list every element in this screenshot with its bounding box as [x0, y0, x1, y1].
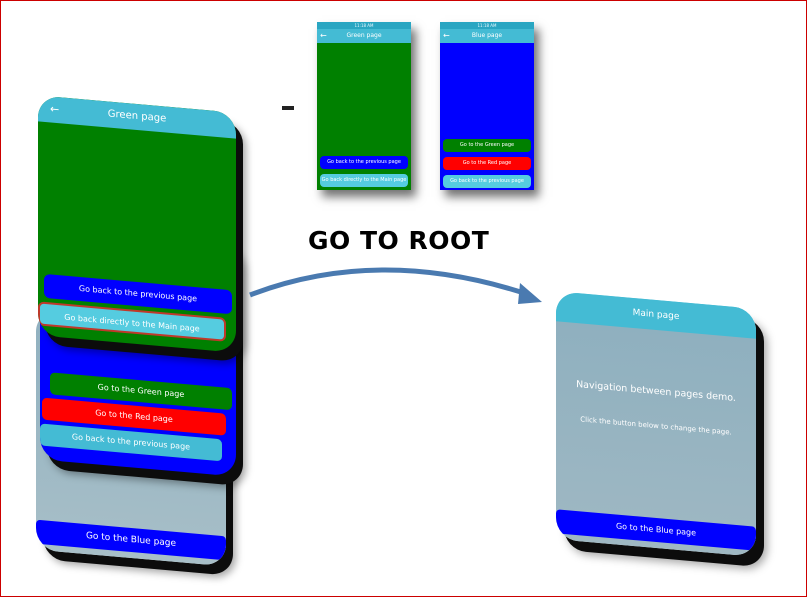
stack-green-phone: ← Green page Go back to the previous pag… [38, 95, 236, 353]
curved-arrow-icon [249, 267, 542, 304]
demo-heading: Navigation between pages demo. [576, 379, 736, 404]
page-title: Blue page [471, 32, 503, 39]
small-green-phone: 11:18 AM ← Green page Go back to the pre… [317, 22, 411, 190]
back-arrow-icon[interactable]: ← [320, 31, 327, 40]
main-phone: Main page Navigation between pages demo.… [556, 291, 756, 557]
nav-bar: ← Green page [317, 29, 411, 43]
page-title: Main page [632, 307, 680, 323]
go-back-main-button[interactable]: Go back directly to the Main page [320, 174, 408, 187]
go-to-green-button[interactable]: Go to the Green page [443, 139, 531, 152]
small-blue-phone: 11:18 AM ← Blue page Go to the Green pag… [440, 22, 534, 190]
back-arrow-icon[interactable]: ← [443, 31, 450, 40]
go-back-previous-button[interactable]: Go back to the previous page [443, 175, 531, 188]
status-bar: 11:18 AM [317, 22, 411, 29]
dash-mark [282, 106, 294, 110]
go-back-previous-button[interactable]: Go back to the previous page [320, 156, 408, 169]
status-bar: 11:18 AM [440, 22, 534, 29]
heading-go-to-root: GO TO ROOT [308, 226, 490, 255]
demo-subtext: Click the button below to change the pag… [580, 415, 732, 437]
go-to-red-button[interactable]: Go to the Red page [443, 157, 531, 170]
nav-bar: ← Blue page [440, 29, 534, 43]
page-title: Green page [346, 32, 382, 39]
